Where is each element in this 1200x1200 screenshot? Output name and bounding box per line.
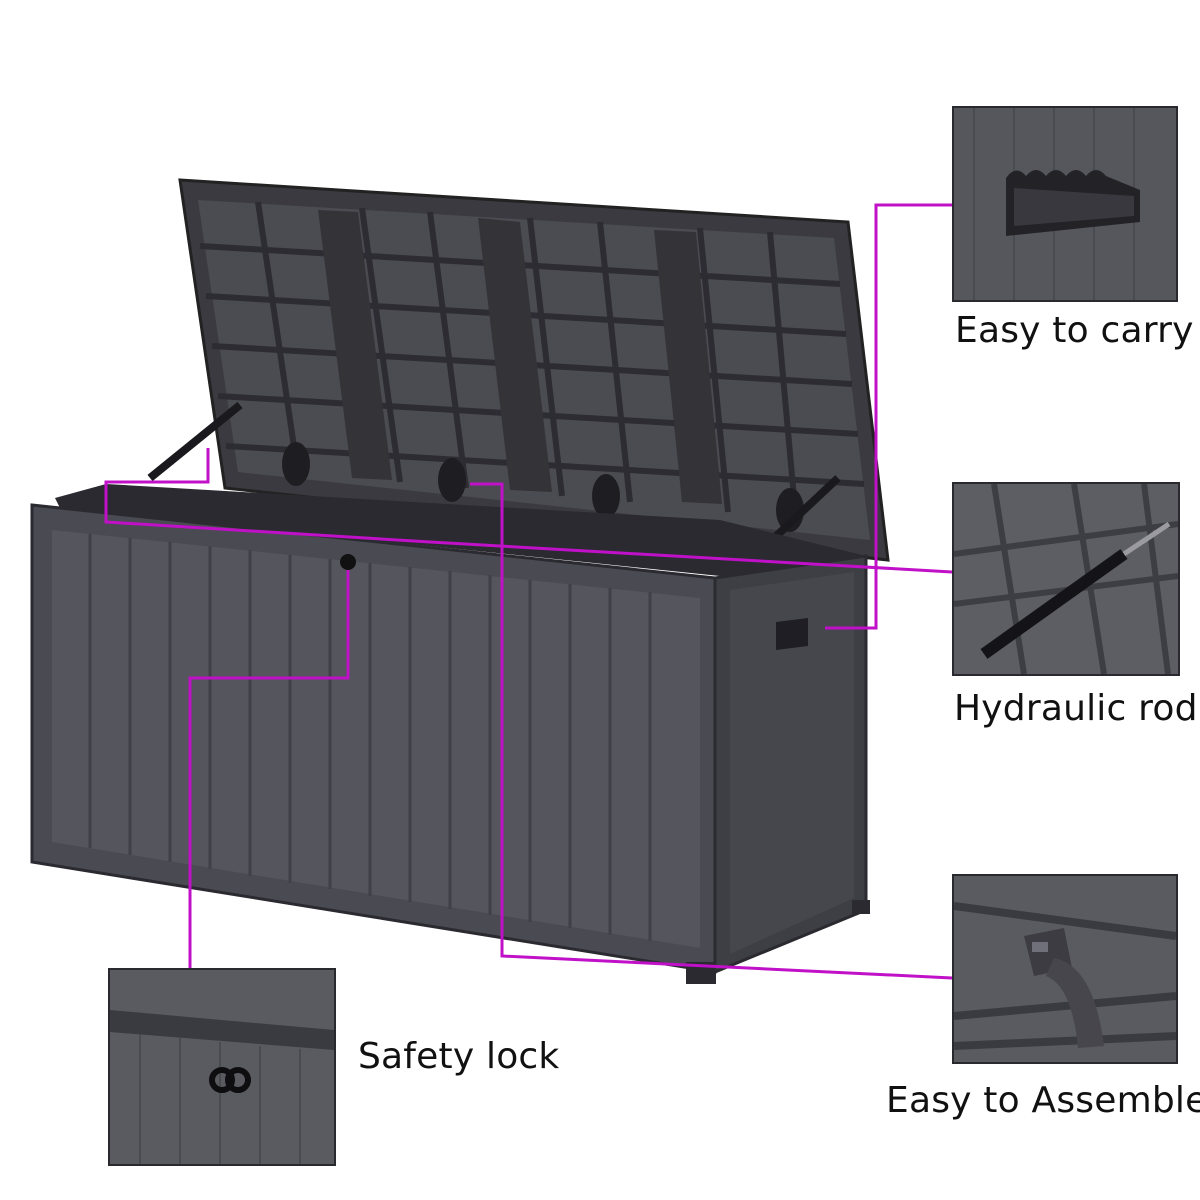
hydraulic-detail-inset: [952, 482, 1180, 676]
assemble-detail-inset: [952, 874, 1178, 1064]
hydraulic-caption: Hydraulic rod: [954, 688, 1198, 729]
hydraulic-detail-image: [954, 484, 1178, 674]
lock-caption: Safety lock: [358, 1036, 560, 1077]
box-side: [713, 554, 868, 975]
leader-lines: [104, 203, 953, 980]
lock-detail-inset: [108, 968, 336, 1166]
carry-caption: Easy to carry: [955, 310, 1194, 351]
open-lid: [147, 178, 890, 562]
handle-detail-image: [954, 108, 1176, 300]
assemble-caption: Easy to Assemble: [886, 1080, 1200, 1121]
handle-detail-inset: [952, 106, 1178, 302]
box-front: [30, 503, 717, 974]
lock-detail-image: [110, 970, 334, 1164]
assemble-detail-image: [954, 876, 1176, 1062]
